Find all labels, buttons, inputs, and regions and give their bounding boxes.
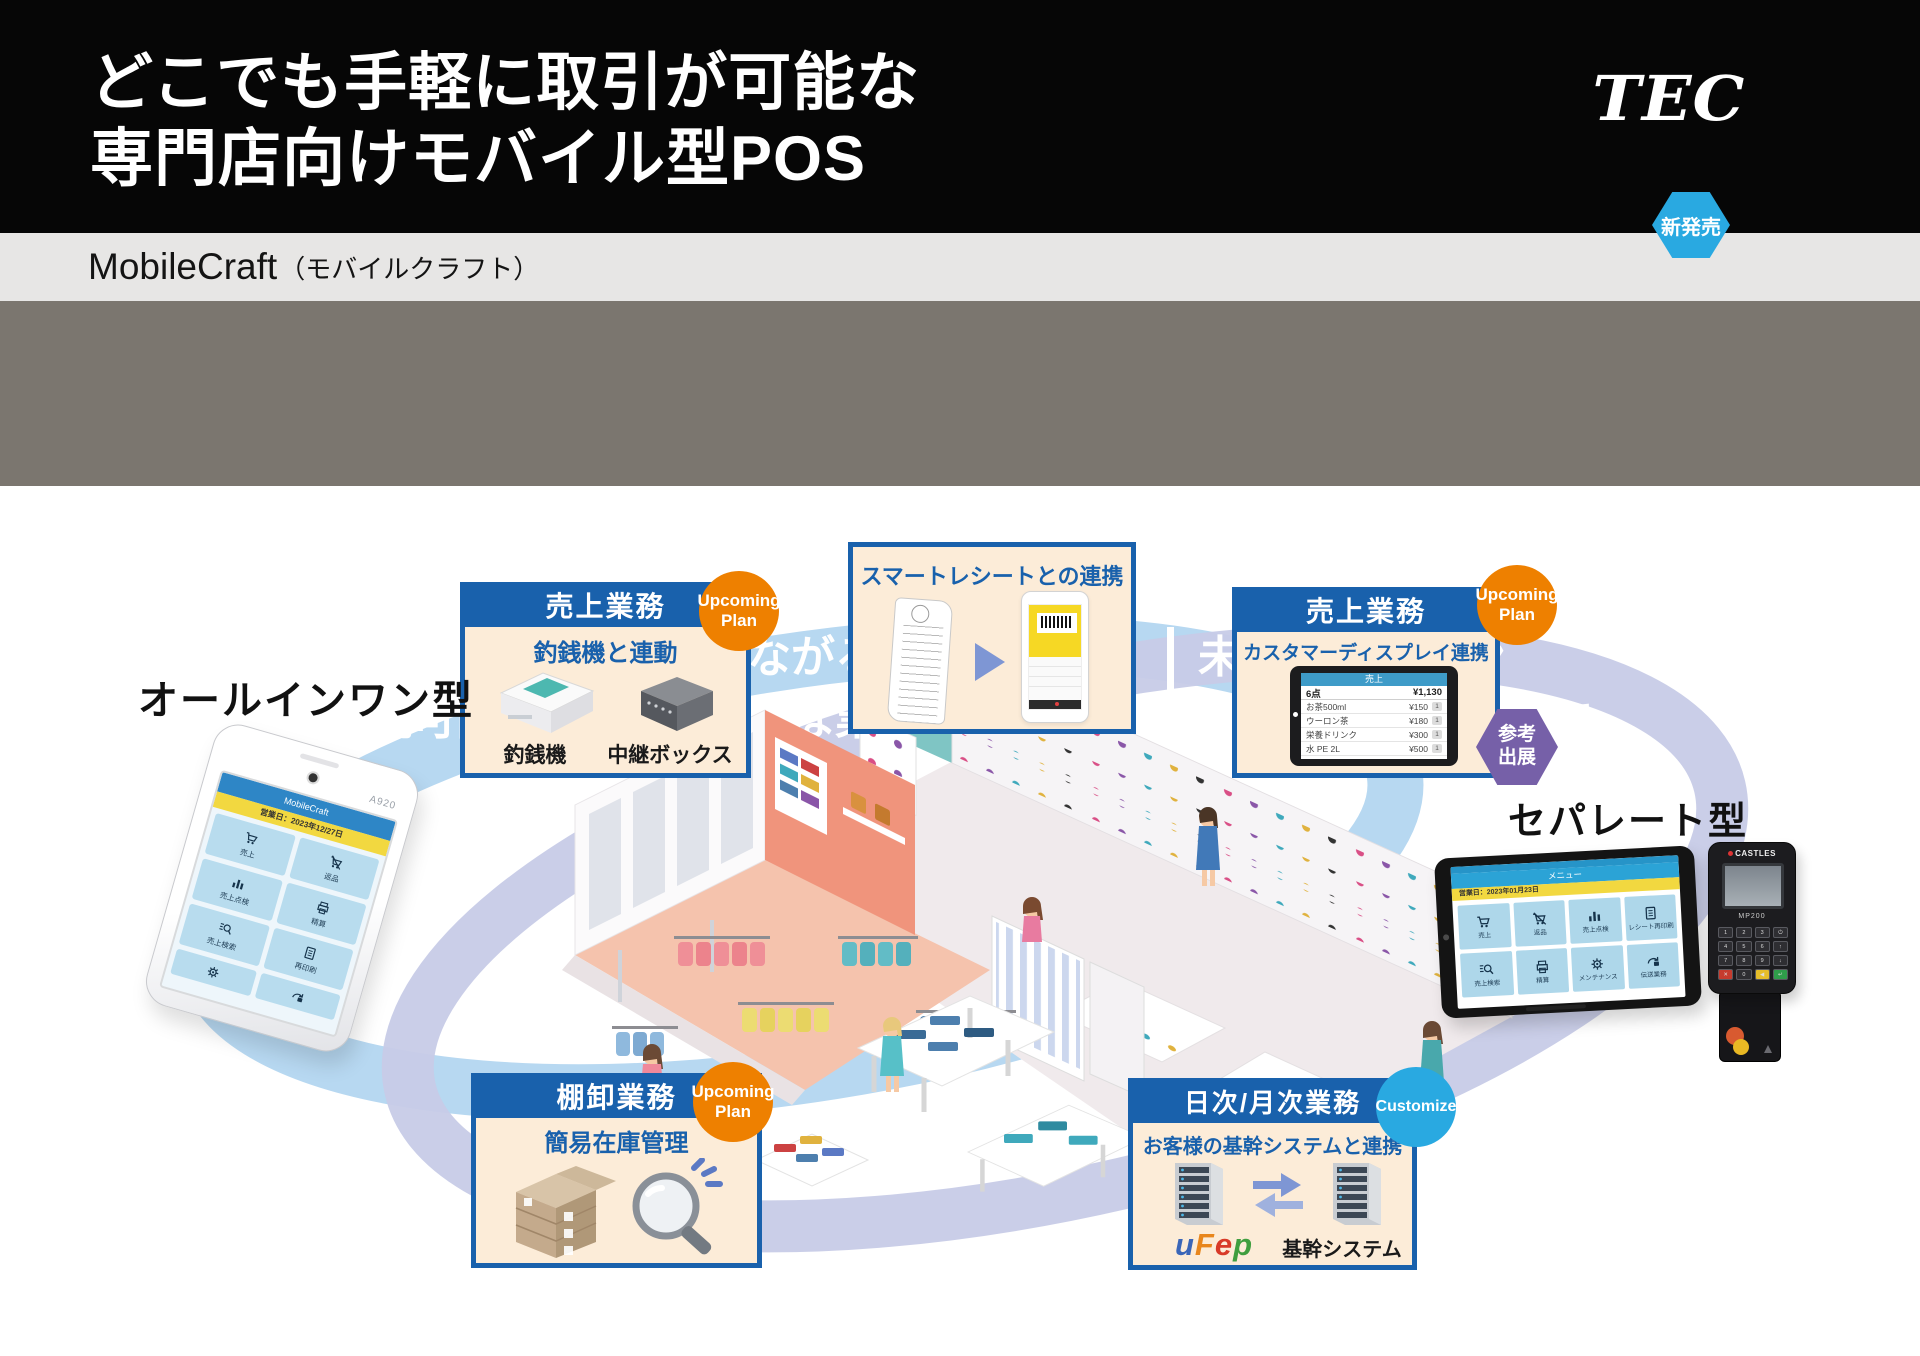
separate-tablet-screen: メニュー 営業日：2023年01月23日 売上 返品 売上点検 レシート再印刷 …	[1450, 855, 1686, 1009]
camera-icon	[307, 772, 319, 784]
arrow-right-icon	[975, 643, 1005, 681]
page-title-line2: 専門店向けモバイル型POS	[90, 123, 867, 194]
display-tables	[754, 995, 1146, 1192]
product-name: MobileCraft	[88, 246, 278, 287]
callout-daily-subtitle: お客様の基幹システムと連携	[1142, 1136, 1403, 1158]
tile-sales-check: 売上点検	[1568, 897, 1623, 944]
server-link-illustration	[1175, 1163, 1381, 1225]
smartphone-illustration	[1021, 591, 1089, 723]
page-title-line1: どこでも手軽に取引が可能な	[90, 48, 921, 118]
magnifier-icon	[632, 1158, 723, 1255]
cash-changer-label: 釣銭機	[503, 744, 567, 767]
camera-icon	[1442, 934, 1450, 941]
core-system-label: 基幹システム	[1282, 1239, 1402, 1261]
tile-transmission: 伝送業務	[1626, 942, 1680, 989]
callout-smart-receipt: スマートレシートとの連携	[848, 542, 1136, 734]
home-bar	[1525, 1004, 1587, 1012]
core-system-server	[1333, 1163, 1381, 1225]
store-illustration	[562, 623, 1515, 1192]
callout-sales-cash: 売上業務 Upcoming Plan 釣銭機と連動 釣銭機 中継ボックス	[460, 571, 781, 778]
customize-badge: Customize	[1376, 1067, 1456, 1147]
tec-logo: TEC	[1592, 62, 1746, 135]
terminal-card-slot	[1719, 990, 1781, 1062]
receipt-illustration	[886, 597, 954, 725]
callout-inventory-subtitle: 簡易在庫管理	[544, 1130, 689, 1157]
callout-daily-title: 日次/月次業務	[1133, 1083, 1412, 1123]
tile-receipt-reprint: レシート再印刷	[1623, 894, 1678, 941]
tile-returns: 返品	[1512, 900, 1567, 947]
ufep-logo: uFep	[1174, 1227, 1254, 1262]
separate-tablet: メニュー 営業日：2023年01月23日 売上 返品 売上点検 レシート再印刷 …	[1433, 845, 1703, 1019]
barcode-icon	[1037, 613, 1077, 633]
page-header: どこでも手軽に取引が可能な 専門店向けモバイル型POS TEC	[0, 0, 1920, 233]
cash-changer-illustration	[499, 672, 713, 733]
callout-sales-display-subtitle: カスタマーディスプレイ連携	[1243, 643, 1489, 664]
separate-label: セパレート型	[1508, 801, 1749, 843]
terminal-brand: CASTLES	[1709, 849, 1795, 858]
callout-sales-display: 売上業務 Upcoming Plan カスタマーディスプレイ連携 売上 6点 ¥…	[1232, 565, 1559, 785]
product-name-kana: （モバイルクラフト）	[279, 253, 540, 284]
display-total: ¥1,130	[1412, 687, 1442, 698]
display-total-items: 6点	[1306, 688, 1321, 700]
terminal-model: MP200	[1738, 913, 1766, 920]
inventory-illustration	[515, 1158, 723, 1258]
feature-band: コンパクトですっきりとした レジ周りを実現可能 つながる仕組みで 必要な業務をサ…	[0, 301, 1920, 761]
ufep-server	[1175, 1163, 1223, 1225]
all-in-one-label: オールインワン型	[138, 679, 474, 723]
callout-inventory: 棚卸業務 Upcoming Plan 簡易在庫管理	[471, 1062, 775, 1268]
upcoming-plan-badge: Upcoming Plan	[691, 1062, 775, 1142]
upcoming-plan-badge: Upcoming Plan	[1475, 565, 1559, 645]
bell-icon	[1764, 1045, 1772, 1053]
upcoming-plan-badge: Upcoming Plan	[697, 571, 781, 651]
callout-sales-display-title: 売上業務	[1237, 592, 1495, 632]
page-title: どこでも手軽に取引が可能な 専門店向けモバイル型POS	[90, 46, 920, 197]
callout-daily: 日次/月次業務 Customize お客様の基幹システムと連携	[1128, 1067, 1456, 1270]
tile-sales: 売上	[1457, 903, 1512, 950]
device-model: A920	[367, 793, 398, 813]
tile-maintenance: メンテナンス	[1570, 945, 1625, 992]
smart-receipt-title: スマートレシートとの連携	[860, 564, 1124, 589]
tile-sales-search: 売上検索	[1459, 950, 1514, 998]
feature-1-line2: レジ周りを実現可能	[104, 695, 500, 744]
relay-box-label: 中継ボックス	[607, 744, 733, 767]
terminal-screen	[1722, 863, 1784, 909]
display-screen-title: 売上	[1301, 673, 1447, 686]
callout-sales-cash-subtitle: 釣銭機と連動	[533, 640, 678, 667]
tile-settlement: 精算	[1515, 948, 1570, 995]
product-name-bar: MobileCraft （モバイルクラフト）	[0, 233, 1920, 301]
